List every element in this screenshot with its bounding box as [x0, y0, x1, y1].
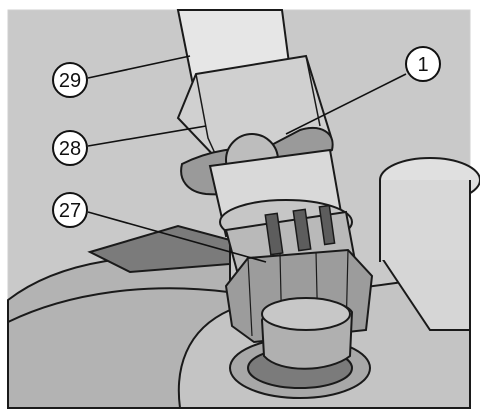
cylinder-body: [380, 180, 470, 260]
lower-tube-rim: [261, 297, 351, 331]
cylinder-sides: [379, 180, 471, 262]
svg-text:28: 28: [59, 138, 81, 160]
leader-line-27: [87, 211, 267, 263]
connector-slot-3: [318, 204, 336, 246]
svg-text:1: 1: [417, 54, 428, 76]
callout-29: 29: [52, 62, 88, 98]
callout-27: 27: [52, 192, 88, 228]
callout-1: 1: [405, 46, 441, 82]
leader-line-29: [87, 55, 191, 79]
svg-text:27: 27: [59, 200, 81, 222]
housing-edge: [7, 287, 229, 323]
callout-28: 28: [52, 130, 88, 166]
svg-text:29: 29: [59, 70, 81, 92]
leader-line-1: [285, 73, 407, 135]
knurled-ridges: [247, 249, 349, 341]
connector-slot-2: [292, 208, 312, 252]
leader-line-28: [87, 125, 207, 147]
connector-slot-1: [264, 212, 284, 256]
